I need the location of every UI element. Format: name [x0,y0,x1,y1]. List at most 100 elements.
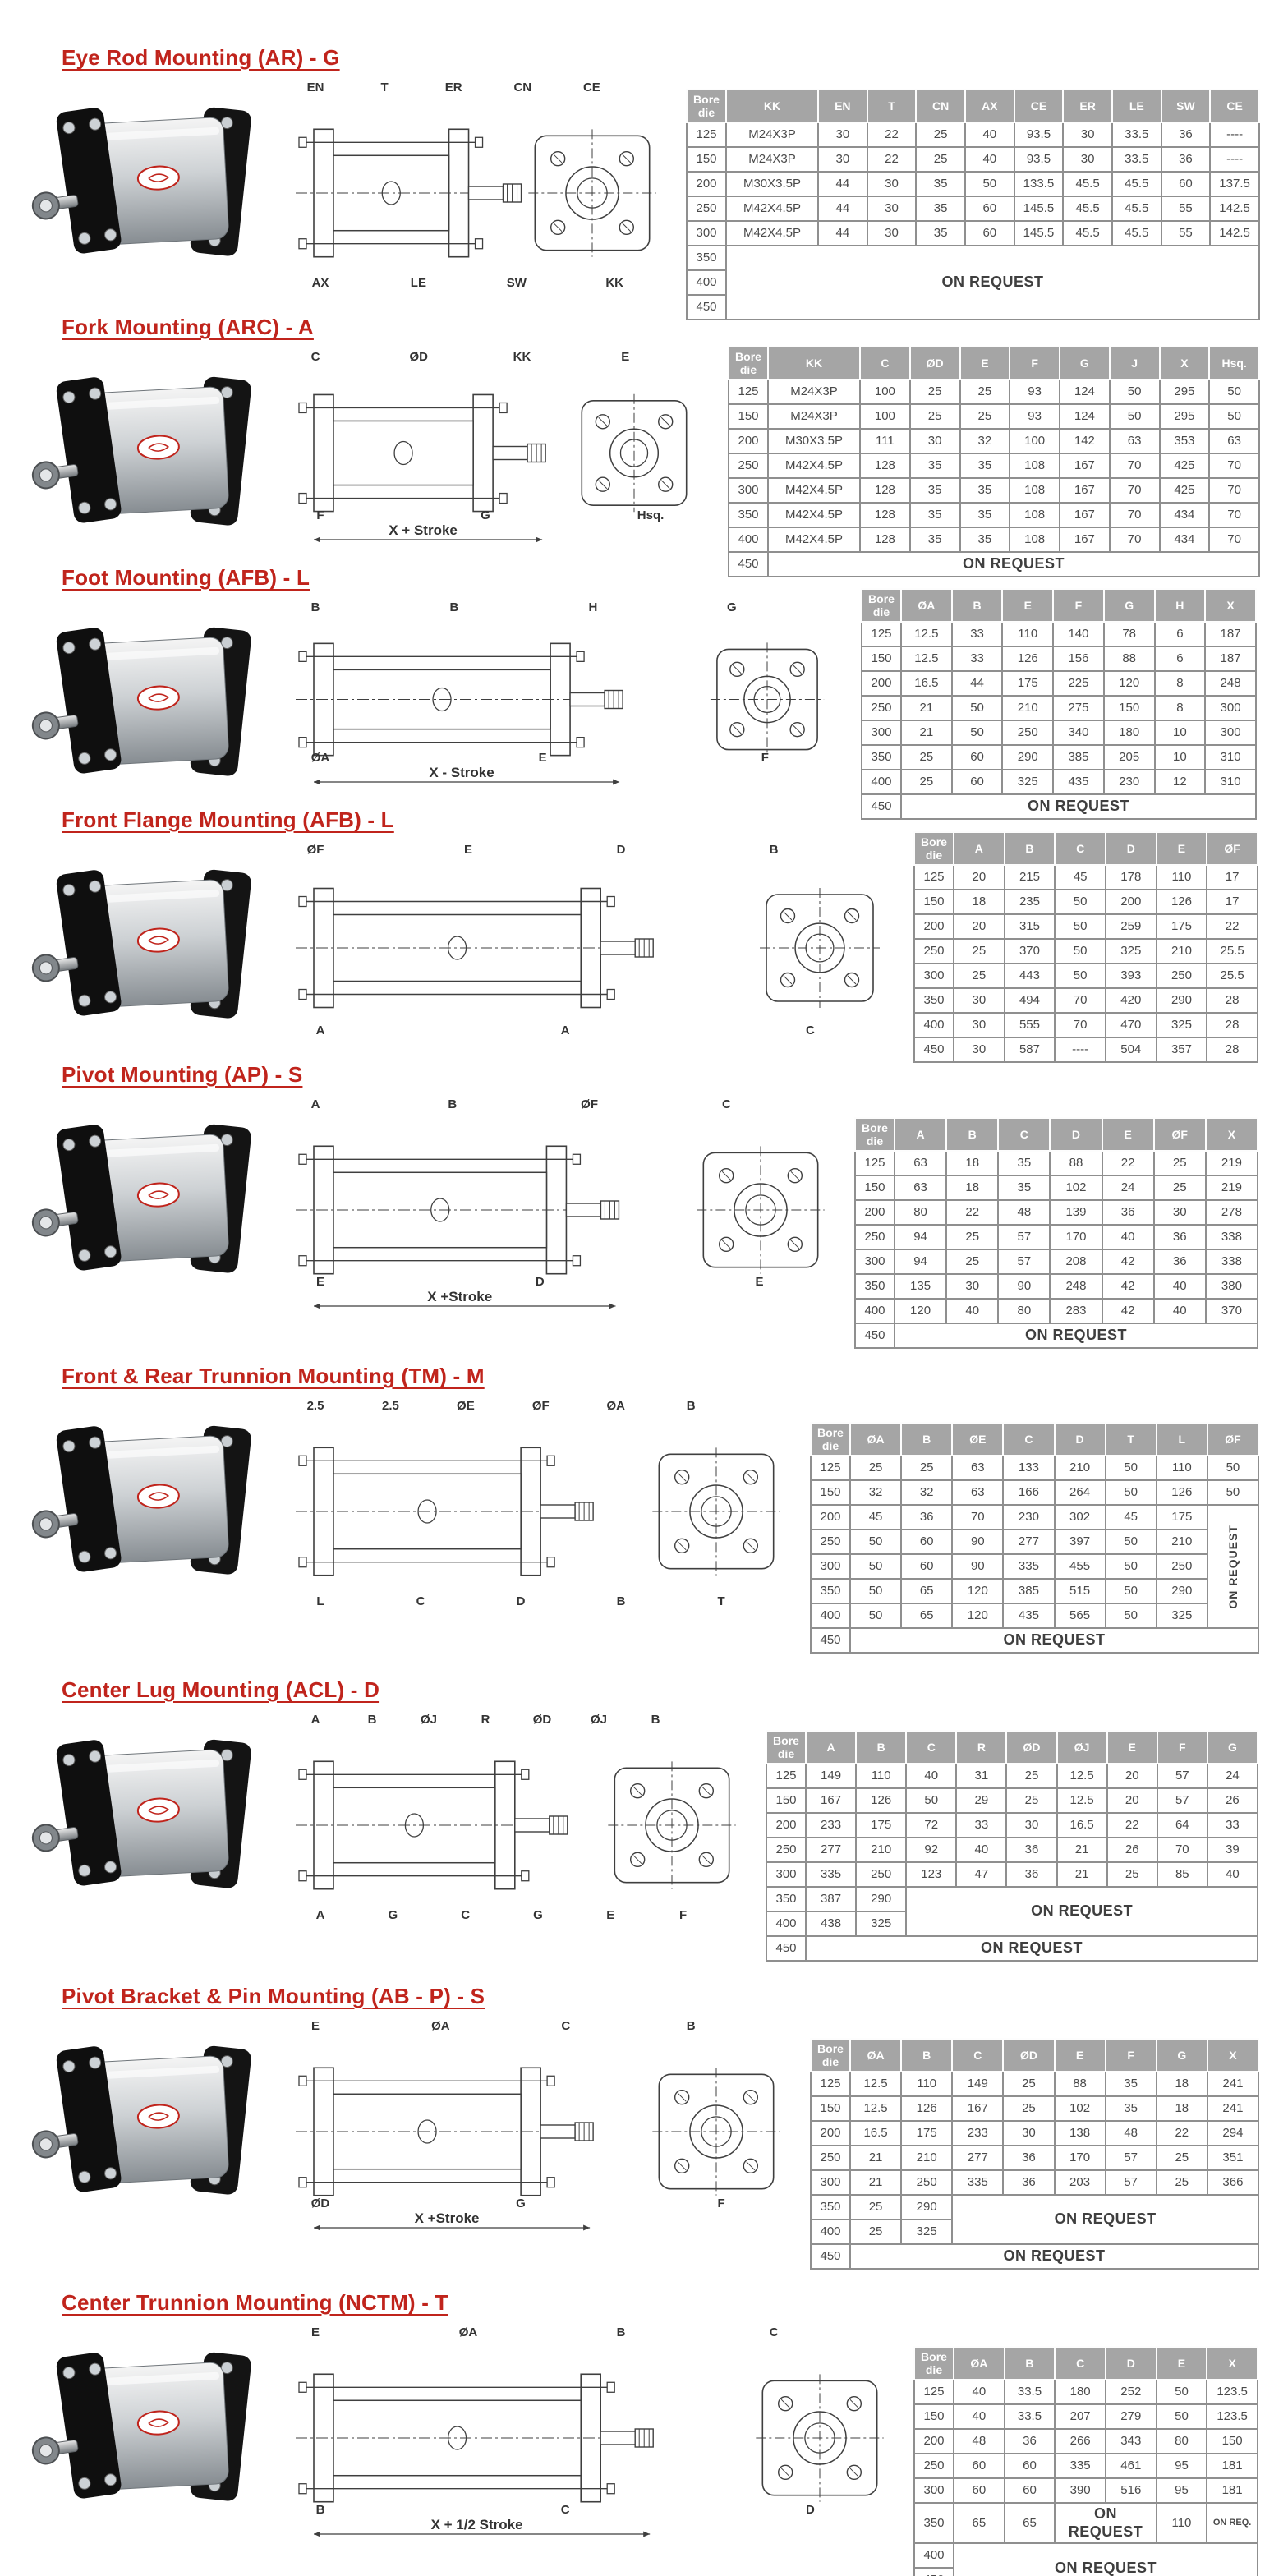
value-cell: 108 [1009,502,1060,529]
value-cell: 200 [1104,889,1157,916]
value-cell: 294 [1206,2120,1260,2147]
value-cell: 250 [1155,963,1208,990]
dimension-label: ØD [409,350,428,364]
value-cell: 44 [817,171,868,198]
bore-cell: 400 [766,1911,807,1938]
bore-cell: 350 [728,502,769,529]
value-cell: 425 [1158,453,1211,480]
dimension-label: G [533,1908,543,1922]
column-header: Bore die [861,587,902,623]
bore-cell: 300 [810,2169,851,2196]
column-header: E [1106,1729,1158,1765]
bore-cell: 350 [913,2502,954,2545]
value-cell: 248 [1204,670,1257,697]
column-header: CE [1209,88,1260,124]
value-cell: 30 [1062,122,1113,149]
value-cell: 167 [1059,453,1111,480]
value-cell: 60 [1160,171,1212,198]
value-cell: 60 [950,769,1004,796]
value-cell: 36 [1101,1199,1155,1226]
value-cell: 111 [859,428,911,455]
bore-cell: 125 [728,379,769,406]
value-cell: 210 [1053,1455,1106,1482]
value-cell: 48 [953,2428,1005,2455]
value-cell: 94 [893,1249,948,1276]
value-cell: 425 [1158,477,1211,504]
value-cell: 30 [817,122,868,149]
value-cell: 70 [1208,453,1260,480]
column-header: Bore die [810,1421,851,1457]
value-cell: 50 [1155,2404,1208,2431]
bore-cell: 300 [766,1861,807,1888]
value-cell: ON REQUEST [905,1886,1258,1938]
value-cell: 26 [1206,1787,1258,1815]
value-cell: 25 [959,379,1011,406]
value-cell: 167 [1059,502,1111,529]
bore-cell: 300 [810,1553,851,1580]
value-cell: 35 [908,527,961,554]
value-cell: 25 [953,938,1005,965]
value-cell: 28 [1206,1012,1258,1039]
column-header: C [905,1729,958,1765]
value-cell: 36 [1152,1224,1207,1251]
dimension-label: ØA [431,2019,450,2033]
value-cell: 587 [1003,1037,1056,1064]
value-cell: 102 [1053,2095,1106,2123]
value-cell: 438 [804,1911,858,1938]
bore-cell: 250 [913,938,954,965]
column-header: T [1104,1421,1157,1457]
value-cell: 123.5 [1206,2379,1258,2406]
column-header: F [1104,2037,1157,2073]
value-cell: 167 [1059,527,1111,554]
value-cell: 25 [1106,1861,1158,1888]
value-cell: 63 [893,1175,948,1202]
value-cell: 434 [1158,527,1211,554]
column-header: Bore die [728,345,769,381]
section-title: Foot Mounting (AFB) - L [62,565,310,590]
dimension-label: B [687,2019,696,2033]
value-cell: 36 [1003,2428,1056,2455]
value-cell: 250 [1001,720,1055,747]
value-cell: 25 [945,1249,1000,1276]
column-header: G [1206,1729,1258,1765]
value-cell: 10 [1153,744,1207,771]
value-cell: 110 [1001,621,1055,648]
value-cell: 50 [849,1529,903,1556]
section-title: Pivot Bracket & Pin Mounting (AB - P) - … [62,1984,485,2008]
value-cell: 338 [1204,1224,1258,1251]
dimension-label: ØJ [421,1713,437,1727]
bore-cell: 125 [913,2379,954,2406]
dimension-label: SW [507,276,527,290]
value-cell: 325 [1104,938,1157,965]
value-cell: 44 [817,196,868,223]
value-cell: 178 [1104,864,1157,891]
value-cell: 20 [1106,1763,1158,1790]
column-header: Bore die [810,2037,851,2073]
value-cell: 205 [1102,744,1156,771]
column-header: ØA [953,2345,1005,2381]
value-cell: 142 [1059,428,1111,455]
value-cell: 16.5 [849,2120,903,2147]
value-cell: 70 [1108,502,1161,529]
value-cell: 310 [1204,769,1257,796]
bore-cell: 350 [810,2194,851,2221]
value-cell: 21 [849,2169,903,2196]
bore-cell: 350 [861,744,902,771]
value-cell: 230 [1002,1504,1056,1531]
